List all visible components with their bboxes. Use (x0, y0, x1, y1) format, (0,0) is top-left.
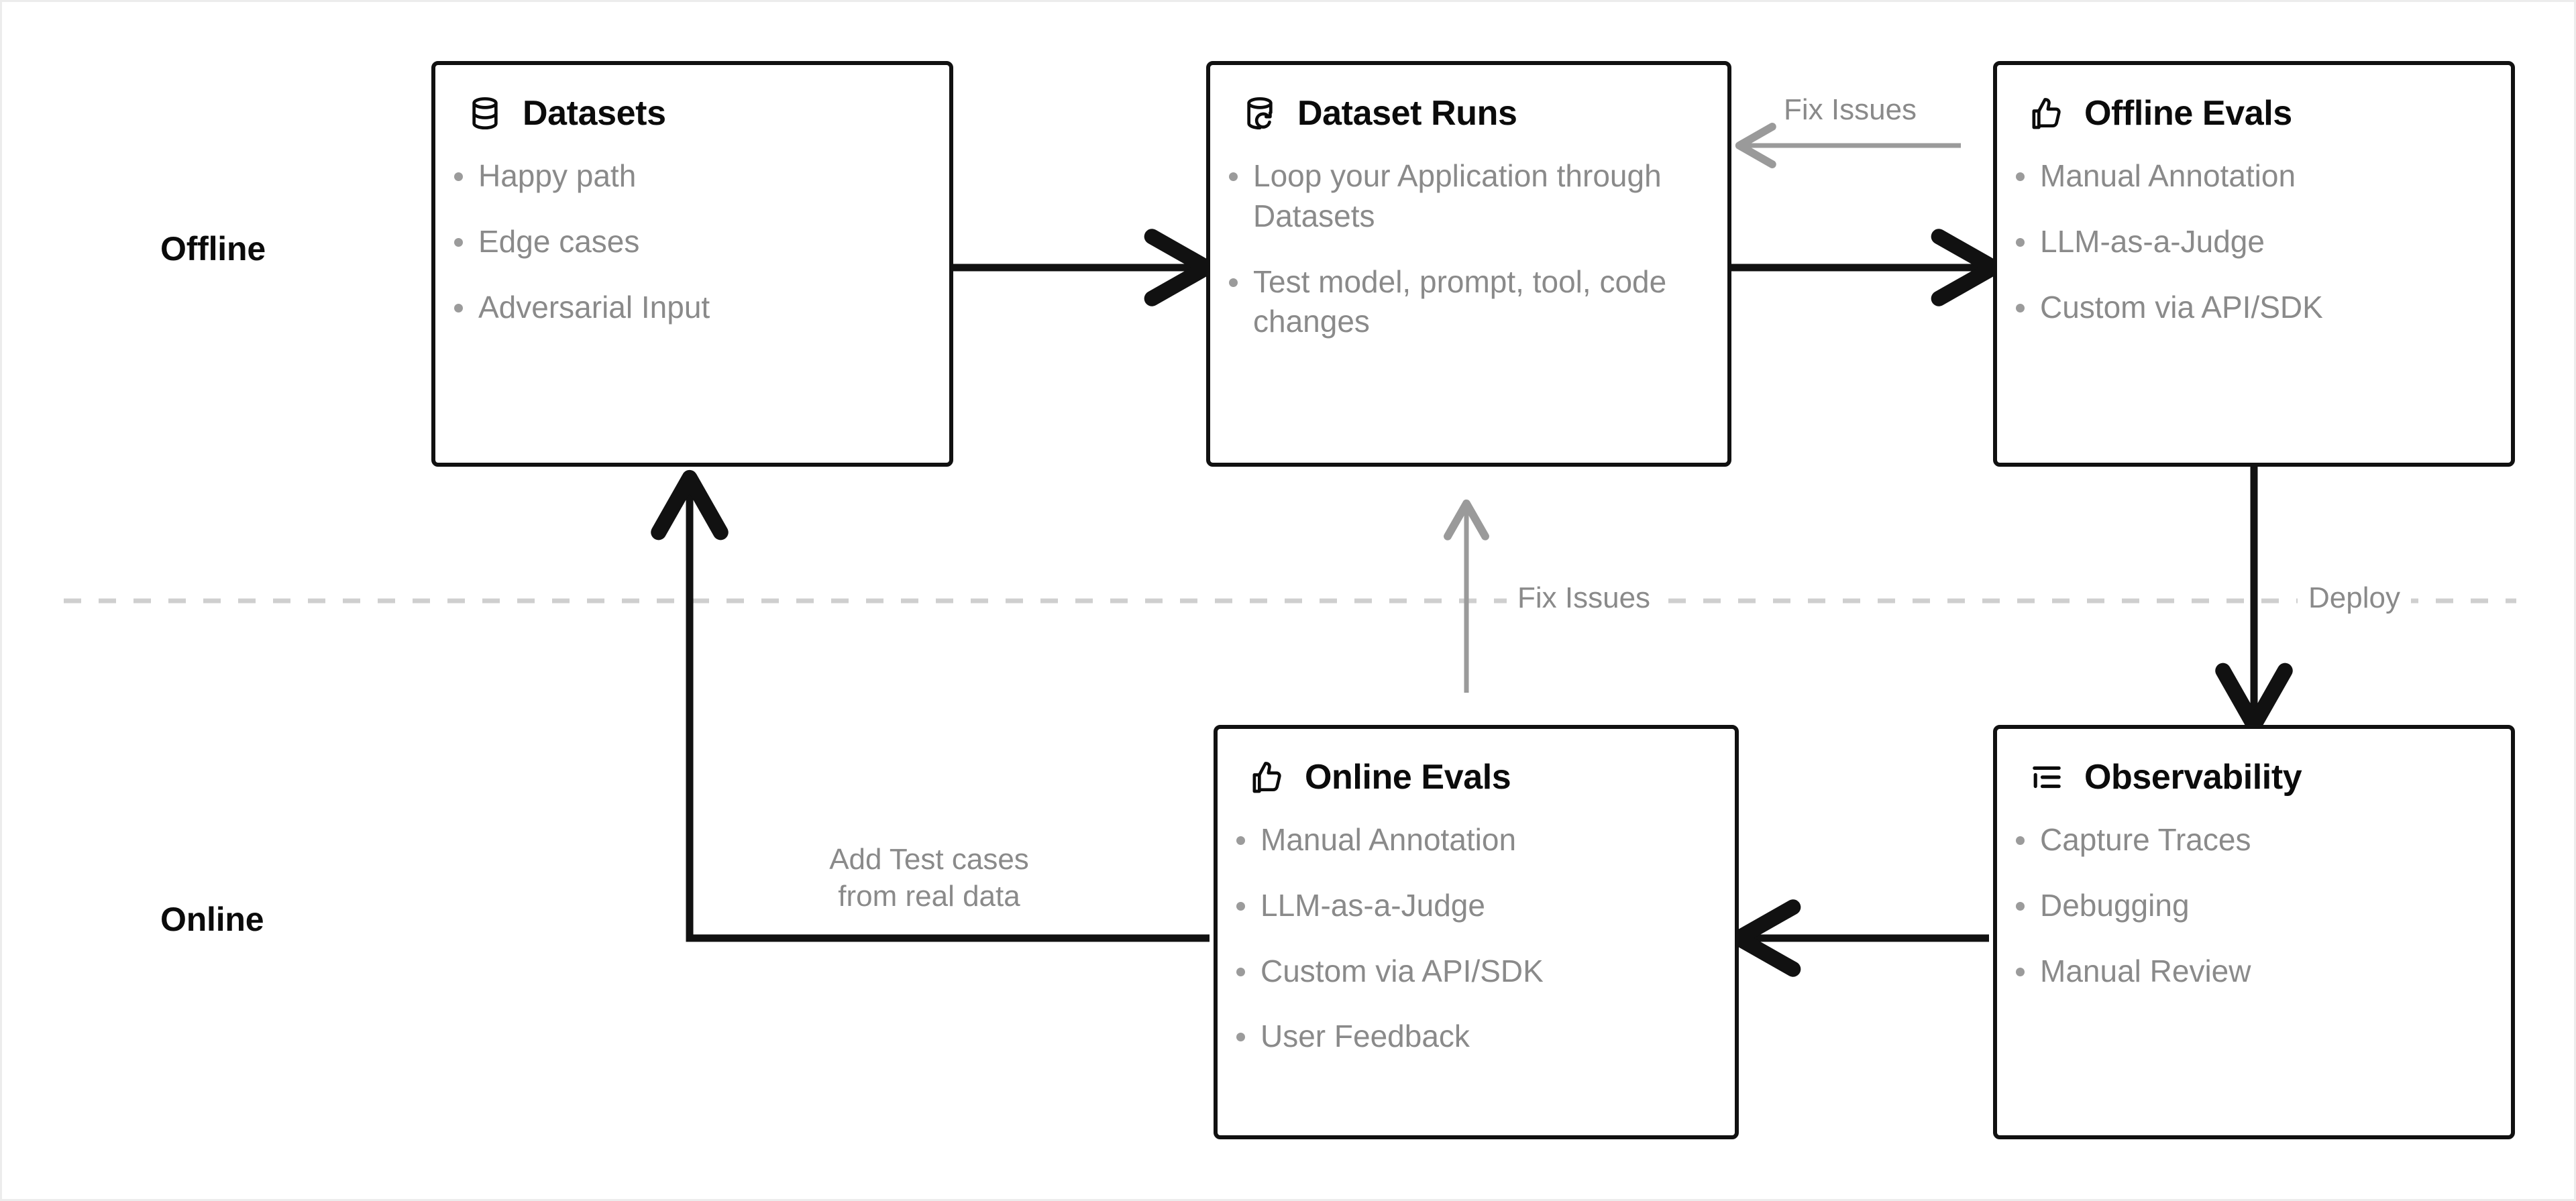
list-item: Debugging (2016, 886, 2480, 926)
card-online-evals[interactable]: Online Evals Manual Annotation LLM-as-a-… (1214, 725, 1739, 1139)
list-item: Adversarial Input (454, 288, 918, 328)
edge-label-fix-issues-top: Fix Issues (1784, 93, 1917, 126)
list-item: LLM-as-a-Judge (1236, 886, 1704, 926)
card-observability[interactable]: Observability Capture Traces Debugging M… (1993, 725, 2515, 1139)
card-offline-evals[interactable]: Offline Evals Manual Annotation LLM-as-a… (1993, 61, 2515, 467)
card-offline-evals-title: Offline Evals (2084, 94, 2292, 133)
list-item: Manual Annotation (1236, 820, 1704, 860)
list-item: Capture Traces (2016, 820, 2480, 860)
card-dataset-runs[interactable]: Dataset Runs Loop your Application throu… (1206, 61, 1731, 467)
list-item: Happy path (454, 156, 918, 196)
list-item: Loop your Application through Datasets (1229, 156, 1697, 237)
list-item: User Feedback (1236, 1017, 1704, 1057)
card-online-evals-bullets: Manual Annotation LLM-as-a-Judge Custom … (1218, 820, 1735, 1057)
card-datasets-bullets: Happy path Edge cases Adversarial Input (435, 156, 949, 327)
card-datasets-header: Datasets (435, 65, 949, 133)
list-item: Manual Annotation (2016, 156, 2480, 196)
card-observability-title: Observability (2084, 758, 2302, 797)
list-item: Custom via API/SDK (2016, 288, 2480, 328)
edge-label-deploy: Deploy (2298, 580, 2411, 617)
card-offline-evals-bullets: Manual Annotation LLM-as-a-Judge Custom … (1997, 156, 2511, 327)
card-observability-header: Observability (1997, 729, 2511, 797)
list-item: Edge cases (454, 222, 918, 262)
card-online-evals-header: Online Evals (1218, 729, 1735, 797)
edge-label-add-test-cases-line1: Add Test cases (829, 843, 1029, 876)
edge-label-fix-issues-divider: Fix Issues (1507, 580, 1662, 617)
card-datasets-title: Datasets (523, 94, 666, 133)
section-label-online: Online (160, 901, 264, 938)
card-dataset-runs-title: Dataset Runs (1297, 94, 1517, 133)
thumbs-up-icon (2032, 98, 2061, 129)
card-dataset-runs-header: Dataset Runs (1210, 65, 1727, 133)
section-label-offline: Offline (160, 230, 266, 268)
list-item: LLM-as-a-Judge (2016, 222, 2480, 262)
card-datasets[interactable]: Datasets Happy path Edge cases Adversari… (431, 61, 953, 467)
card-offline-evals-header: Offline Evals (1997, 65, 2511, 133)
edge-label-add-test-cases: Add Test cases from real data (812, 842, 1046, 915)
card-dataset-runs-bullets: Loop your Application through Datasets T… (1210, 156, 1727, 342)
list-item: Manual Review (2016, 952, 2480, 992)
edge-label-add-test-cases-line2: from real data (838, 879, 1020, 913)
card-online-evals-title: Online Evals (1305, 758, 1511, 797)
card-observability-bullets: Capture Traces Debugging Manual Review (1997, 820, 2511, 991)
list-item: Custom via API/SDK (1236, 952, 1704, 992)
list-item: Test model, prompt, tool, code changes (1229, 262, 1697, 343)
thumbs-up-icon (1252, 762, 1281, 793)
database-refresh-icon (1247, 97, 1273, 130)
list-tree-icon (2033, 766, 2061, 789)
database-icon (472, 97, 498, 130)
